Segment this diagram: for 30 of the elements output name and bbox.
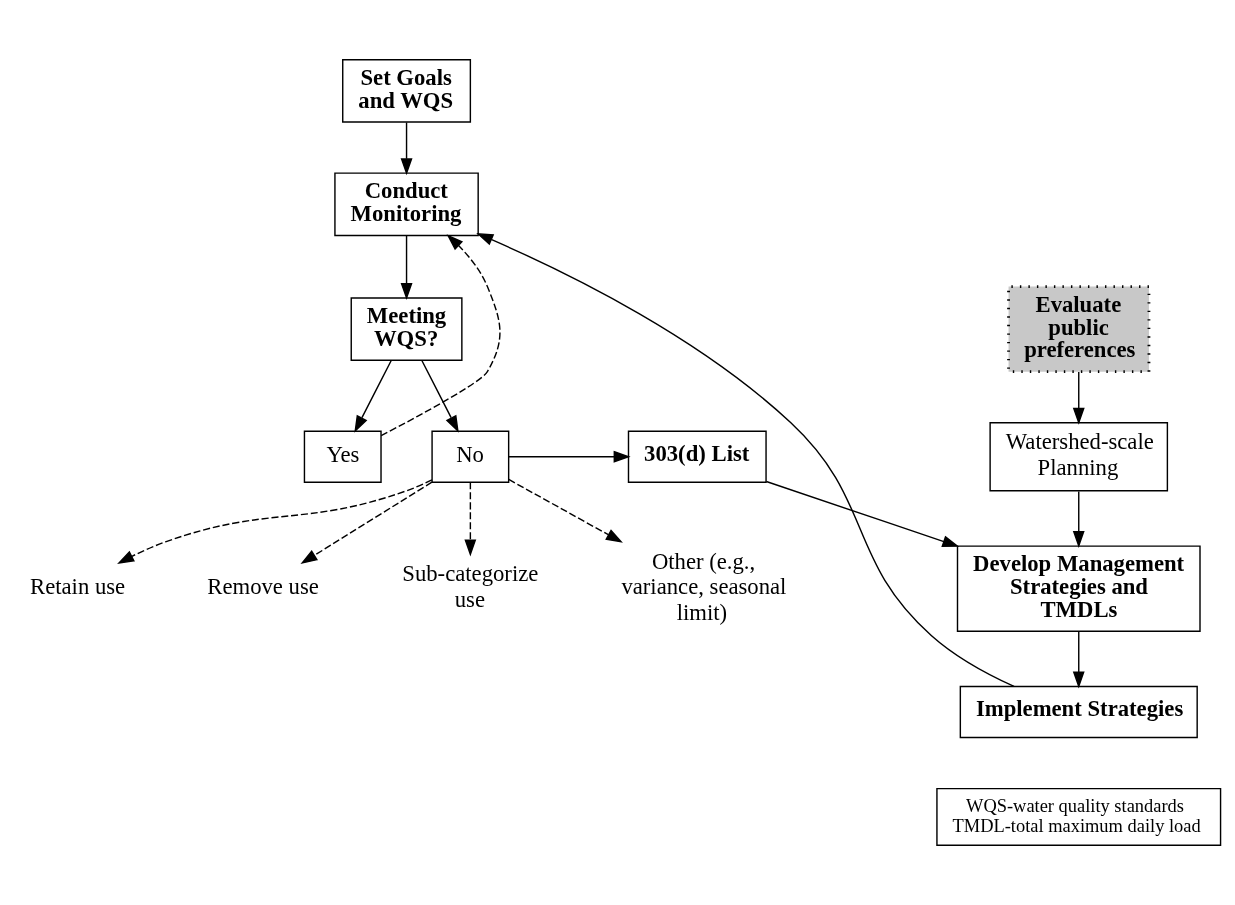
node-box: Yes [303,430,382,483]
arrow [508,478,623,543]
node-box: Conduct Monitoring [334,172,479,237]
node-text: Remove use [207,574,319,600]
arrow [421,360,459,433]
node-text: Sub-categorize use [402,561,539,612]
node-text: Retain use [30,574,126,600]
arrow [1072,490,1085,548]
node-box: Implement Strategies [959,685,1198,739]
arrow [400,235,413,301]
arrow [464,481,477,557]
node-box: WQS-water quality standards TMDL-total maximum daily load [936,787,1222,847]
node-text: Other (e.g., variance, seasonal limit) [621,548,787,625]
arrow [765,480,960,548]
node-box: 303(d) List [627,430,767,483]
node-box: Set Goals and WQS [342,58,472,123]
arrow [1072,630,1085,689]
arrow [117,479,433,564]
arrow [354,360,392,433]
node-box: Develop Management Strategies and TMDLs [956,545,1201,632]
arrow [400,121,413,176]
arrow [508,450,631,463]
arrow [1072,371,1085,425]
arrow [476,233,1015,688]
node-box: No [431,430,510,483]
arrow [380,234,501,437]
arrow [300,481,433,565]
node-box: Meeting WQS? [350,297,463,362]
node-box: Watershed-scale Planning [989,422,1169,492]
node-box: Evaluate public preferences [1007,285,1151,374]
